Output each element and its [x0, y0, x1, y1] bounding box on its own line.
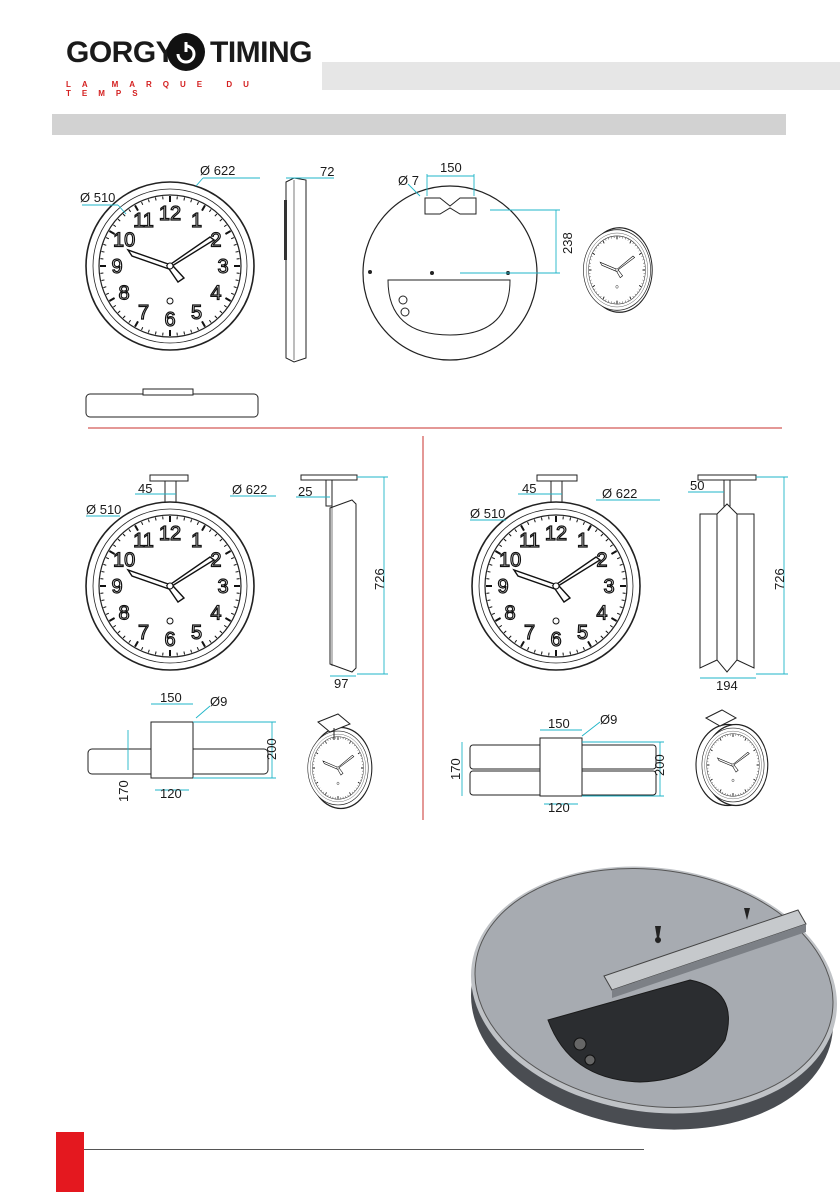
num-ss-12: 12: [159, 523, 181, 545]
ds-dim-arm-depth: 50: [690, 478, 704, 493]
num-ss-3: 3: [217, 576, 228, 598]
num-ds-9: 9: [497, 576, 508, 598]
dim-outer-diameter: Ø 622: [200, 163, 235, 178]
num-wall-12: 12: [159, 203, 181, 225]
num-ds-11: 11: [519, 530, 540, 552]
num-ss-5: 5: [191, 622, 202, 644]
num-ds-8: 8: [505, 603, 516, 625]
num-wall-9: 9: [111, 256, 122, 278]
num-ds-4: 4: [596, 603, 607, 625]
num-ss-11: 11: [133, 530, 154, 552]
num-ds-6: 6: [550, 629, 561, 651]
num-wall-11: 11: [133, 210, 154, 232]
ds-iso: [696, 725, 768, 806]
dim-bracket-height: 238: [560, 232, 575, 254]
num-wall-2: 2: [210, 230, 221, 252]
ds-dim-depth: 194: [716, 678, 738, 693]
num-wall-6: 6: [164, 309, 175, 331]
num-ds-12: 12: [545, 523, 567, 545]
num-wall-5: 5: [191, 302, 202, 324]
dim-bracket-width: 150: [440, 160, 462, 175]
num-ds-1: 1: [577, 530, 588, 552]
ss-dim-arm: 45: [138, 481, 152, 496]
ds-dim-spacing-h: 120: [548, 800, 570, 815]
dim-dial-diameter: Ø 510: [80, 190, 115, 205]
ss-dim-plate-width: 150: [160, 690, 182, 705]
num-ss-7: 7: [138, 622, 149, 644]
ss-iso: [308, 728, 372, 809]
footer-rule: [84, 1149, 644, 1150]
ds-dim-spacing-v: 170: [448, 758, 463, 780]
ds-dim-arm: 45: [522, 481, 536, 496]
num-wall-8: 8: [119, 283, 130, 305]
ss-dim-arm-depth: 25: [298, 484, 312, 499]
footer-red-tab: [56, 1132, 84, 1192]
num-ss-8: 8: [119, 603, 130, 625]
ds-dim-plate-width: 150: [548, 716, 570, 731]
ss-dim-outer: Ø 622: [232, 482, 267, 497]
num-wall-4: 4: [210, 283, 221, 305]
ss-dim-height: 726: [372, 568, 387, 590]
ss-dim-dial: Ø 510: [86, 502, 121, 517]
ss-dim-spacing-v: 170: [116, 780, 131, 802]
num-ds-7: 7: [524, 622, 535, 644]
dim-depth: 72: [320, 164, 334, 179]
rear-3d-render: [455, 844, 840, 1153]
num-ds-3: 3: [603, 576, 614, 598]
ss-dim-plate-hole: Ø9: [210, 694, 227, 709]
dim-hole: Ø 7: [398, 173, 419, 188]
num-ds-10: 10: [499, 550, 521, 572]
num-ss-9: 9: [111, 576, 122, 598]
ds-dim-plate-height: 200: [652, 754, 667, 776]
num-wall-7: 7: [138, 302, 149, 324]
num-ss-6: 6: [164, 629, 175, 651]
num-ds-5: 5: [577, 622, 588, 644]
num-wall-1: 1: [191, 210, 202, 232]
ds-dim-dial: Ø 510: [470, 506, 505, 521]
num-ss-4: 4: [210, 603, 221, 625]
ss-dim-spacing-h: 120: [160, 786, 182, 801]
num-ss-10: 10: [113, 550, 135, 572]
ds-dim-outer: Ø 622: [602, 486, 637, 501]
ss-dim-plate-height: 200: [264, 738, 279, 760]
num-ds-2: 2: [596, 550, 607, 572]
num-ss-1: 1: [191, 530, 202, 552]
num-ss-2: 2: [210, 550, 221, 572]
num-wall-3: 3: [217, 256, 228, 278]
wall-clock-iso: [583, 228, 652, 312]
ds-dim-height: 726: [772, 568, 787, 590]
ds-dim-plate-hole: Ø9: [600, 712, 617, 727]
ss-dim-depth: 97: [334, 676, 348, 691]
num-wall-10: 10: [113, 230, 135, 252]
